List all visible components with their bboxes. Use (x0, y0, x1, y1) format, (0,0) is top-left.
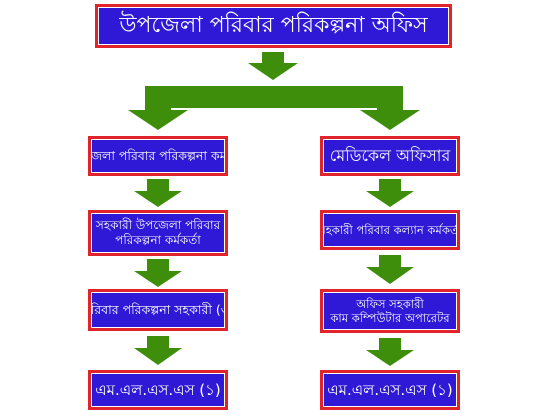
org-box-medical-officer: মেডিকেল অফিসার (320, 136, 460, 176)
box-label: এম.এল.এস.এস (১) (327, 380, 453, 399)
box-label: উপজেলা পরিবার পরিকল্পনা কর্মকর্তা (88, 148, 227, 164)
org-box-office-assistant-computer-operator: অফিস সহকারী কাম কম্পিউটার অপারেটর (320, 289, 460, 333)
org-box-assistant-fw-officer: সহকারী পরিবার কল্যান কর্মকর্তা (320, 210, 460, 250)
fork-arrow-left (128, 86, 188, 130)
fork-arrow-right (360, 86, 420, 130)
box-label: মেডিকেল অফিসার (329, 146, 451, 165)
arrow-down-right-3 (366, 338, 414, 366)
arrow-down-right-2 (366, 255, 414, 284)
box-label: উপজেলা পরিবার পরিকল্পনা অফিস (119, 13, 428, 39)
box-label-line-1: অফিস সহকারী (356, 296, 424, 311)
org-box-assistant-upazila-fp-officer: সহকারী উপজেলা পরিবার পরিকল্পনা কর্মকর্তা (88, 210, 228, 256)
org-box-mlss-right: এম.এল.এস.এস (১) (320, 370, 460, 410)
arrow-down-left-2 (134, 259, 182, 287)
org-box-upazila-fp-office: উপজেলা পরিবার পরিকল্পনা অফিস (95, 4, 452, 48)
box-label: এম.এল.এস.এস (১) (95, 380, 221, 399)
arrow-down-left-1 (134, 179, 182, 207)
arrow-down-right-1 (366, 179, 414, 207)
box-label: পরিবার পরিকল্পনা সহকারী (৩) (88, 302, 228, 318)
box-label: সহকারী পরিবার কল্যান কর্মকর্তা (320, 222, 460, 237)
fork-bar (146, 86, 402, 108)
arrow-down-root (248, 52, 298, 80)
arrow-down-left-3 (134, 336, 182, 365)
org-box-mlss-left: এম.এল.এস.এস (১) (88, 370, 228, 410)
box-label-line-2: কাম কম্পিউটার অপারেটর (330, 311, 450, 325)
box-label-line-1: সহকারী উপজেলা পরিবার (95, 218, 221, 232)
box-label-line-2: পরিকল্পনা কর্মকর্তা (115, 233, 201, 247)
org-box-fp-assistant: পরিবার পরিকল্পনা সহকারী (৩) (88, 289, 228, 331)
org-box-upazila-fp-officer: উপজেলা পরিবার পরিকল্পনা কর্মকর্তা (88, 136, 228, 176)
